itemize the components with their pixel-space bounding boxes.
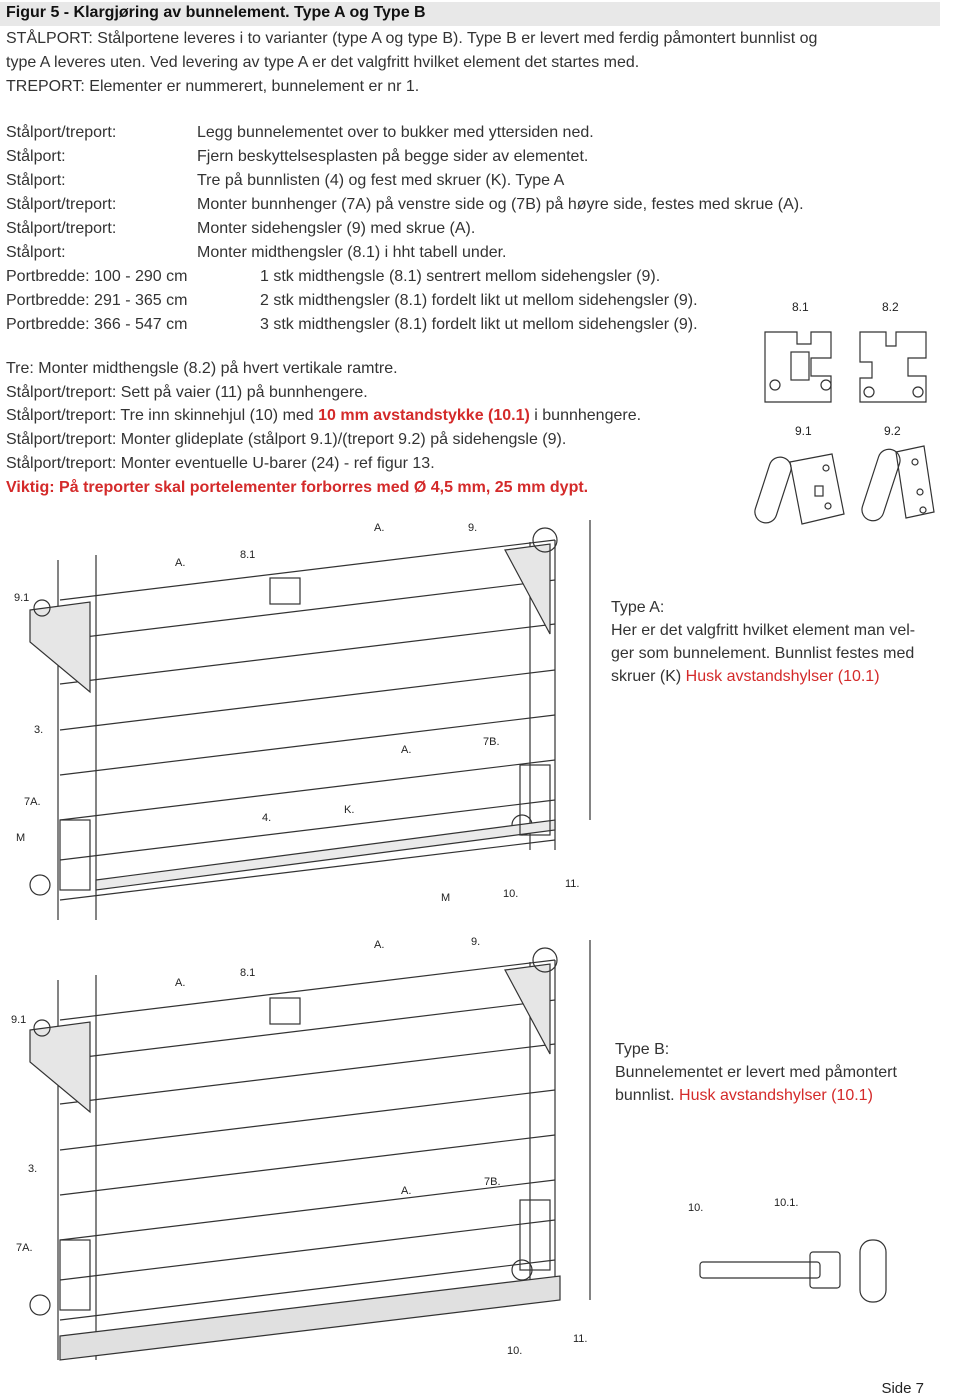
callout-8-1: 8.1: [240, 549, 256, 561]
spacer-warning: 10 mm avstandstykke (10.1): [318, 407, 530, 424]
callout-11: 11.: [573, 1333, 588, 1345]
intro-line: STÅLPORT: Stålportene leveres i to varia…: [6, 30, 818, 47]
type-b-heading: Type B:: [615, 1041, 670, 1058]
page-number: Side 7: [881, 1380, 924, 1397]
callout-9: 9.: [468, 522, 478, 534]
type-a-line: skruer (K) Husk avstandshylser (10.1): [611, 665, 956, 688]
type-a-text: skruer (K): [611, 668, 686, 685]
callout-7a: 7A.: [24, 796, 41, 808]
glide-plate-9-2-drawing: [861, 445, 935, 522]
portbredde-label: Portbredde: 366 - 547 cm: [6, 316, 188, 333]
callout-7b: 7B.: [484, 1176, 501, 1188]
portbredde-label: Portbredde: 100 - 290 cm: [6, 268, 188, 285]
step-text: Monter sidehengsler (9) med skrue (A).: [197, 220, 476, 237]
type-b-reminder: Husk avstandshylser (10.1): [679, 1087, 873, 1104]
type-b-line: Bunnelementet er levert med påmontert: [615, 1064, 897, 1081]
type-a-line: ger som bunnelement. Bunnlist festes med: [611, 645, 915, 662]
callout-8-1: 8.1: [240, 967, 256, 979]
instruction-line: Stålport/treport: Sett på vaier (11) på …: [6, 384, 368, 401]
label-9-2: 9.2: [884, 424, 901, 438]
hinge-8-1-drawing: [764, 331, 832, 403]
title-bar: [0, 2, 940, 26]
instruction-line: Stålport/treport: Tre inn skinnehjul (10…: [6, 407, 641, 425]
callout-a-screw: A.: [401, 1185, 412, 1197]
step-label: Stålport:: [6, 244, 66, 261]
step-text: Fjern beskyttelsesplasten på begge sider…: [197, 148, 589, 165]
callout-9-1: 9.1: [11, 1014, 27, 1026]
callout-m: M: [16, 832, 26, 844]
callout-9-1: 9.1: [14, 592, 30, 604]
callout-k: K.: [344, 804, 355, 816]
portbredde-text: 1 stk midthengsle (8.1) sentrert mellom …: [260, 268, 661, 285]
type-b-text: bunnlist.: [615, 1087, 680, 1104]
instruction-line: Stålport/treport: Monter eventuelle U-ba…: [6, 455, 435, 472]
type-a-line: Her er det valgfritt hvilket element man…: [611, 622, 916, 639]
portbredde-label: Portbredde: 291 - 365 cm: [6, 292, 188, 309]
instruction-text: i bunnhengere.: [529, 407, 642, 424]
callout-11: 11.: [565, 878, 580, 890]
callout-9: 9.: [471, 936, 481, 948]
label-8-2: 8.2: [882, 300, 899, 314]
callout-7a: 7A.: [16, 1242, 33, 1254]
type-b-assembly-drawing: [29, 940, 887, 1361]
portbredde-text: 3 stk midthengsler (8.1) fordelt likt ut…: [260, 316, 698, 333]
intro-line: TREPORT: Elementer er nummerert, bunnele…: [6, 78, 420, 95]
callout-10: 10.: [503, 888, 519, 900]
type-a-description: Type A: Her er det valgfritt hvilket ele…: [611, 596, 956, 688]
callout-a-screw: A.: [175, 977, 186, 989]
instruction-line: Tre: Monter midthengsle (8.2) på hvert v…: [6, 360, 398, 377]
label-9-1: 9.1: [795, 424, 812, 438]
step-text: Monter bunnhenger (7A) på venstre side o…: [197, 196, 804, 213]
callout-10: 10.: [507, 1345, 523, 1357]
callout-a-screw: A.: [374, 522, 385, 534]
instruction-line: Stålport/treport: Monter glideplate (stå…: [6, 431, 567, 448]
callout-a-screw: A.: [401, 744, 412, 756]
step-label: Stålport/treport:: [6, 196, 117, 213]
callout-7b: 7B.: [483, 736, 500, 748]
label-8-1: 8.1: [792, 300, 809, 314]
callout-m: M: [441, 892, 451, 904]
step-label: Stålport/treport:: [6, 220, 117, 237]
instruction-text: Stålport/treport: Tre inn skinnehjul (10…: [6, 407, 319, 424]
step-label: Stålport:: [6, 172, 66, 189]
glide-plate-9-1-drawing: [754, 453, 845, 525]
callout-4: 4.: [262, 812, 272, 824]
type-a-assembly-drawing: [29, 520, 591, 920]
type-a-reminder: Husk avstandshylser (10.1): [685, 668, 880, 685]
callout-a-screw: A.: [175, 557, 186, 569]
step-text: Legg bunnelementet over to bukker med yt…: [197, 124, 594, 141]
drilling-warning: Viktig: På treporter skal portelementer …: [6, 479, 589, 496]
callout-3: 3.: [28, 1163, 38, 1175]
step-label: Stålport/treport:: [6, 124, 117, 141]
step-text: Monter midthengsler (8.1) i hht tabell u…: [197, 244, 507, 261]
type-a-heading: Type A:: [611, 599, 665, 616]
portbredde-text: 2 stk midthengsler (8.1) fordelt likt ut…: [260, 292, 698, 309]
callout-10: 10.: [688, 1202, 704, 1214]
step-text: Tre på bunnlisten (4) og fest med skruer…: [197, 172, 565, 189]
callout-10-1: 10.1.: [774, 1197, 799, 1209]
hinge-8-2-drawing: [859, 331, 927, 403]
callout-3: 3.: [34, 724, 44, 736]
page-title: Figur 5 - Klargjøring av bunnelement. Ty…: [6, 4, 426, 21]
step-label: Stålport:: [6, 148, 66, 165]
type-b-line: bunnlist. Husk avstandshylser (10.1): [615, 1084, 955, 1107]
type-b-description: Type B: Bunnelementet er levert med påmo…: [615, 1038, 955, 1107]
callout-a-screw: A.: [374, 939, 385, 951]
intro-line: type A leveres uten. Ved levering av typ…: [6, 54, 640, 71]
